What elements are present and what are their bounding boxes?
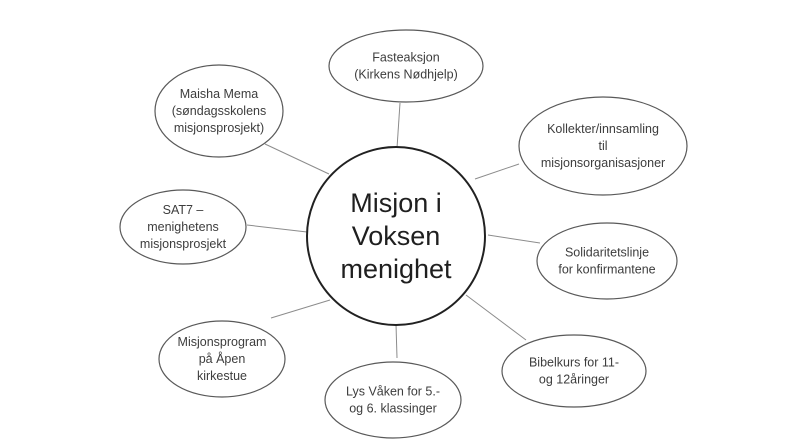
node-solidaritetslinje-shape	[536, 222, 678, 300]
edge-center-to-fasteaksjon	[396, 102, 401, 149]
center-node-shape	[306, 146, 486, 326]
node-misjonsprogram-shape	[158, 320, 286, 398]
edge-center-to-kollekter-innsamling	[474, 163, 520, 180]
edge-center-to-maisha-mema	[264, 143, 330, 175]
node-bibelkurs-label: Bibelkurs for 11-og 12åringer	[529, 356, 619, 387]
edge-center-to-solidaritetslinje	[487, 234, 541, 244]
node-fasteaksjon-label: Fasteaksjon(Kirkens Nødhjelp)	[354, 51, 458, 82]
node-bibelkurs-shape	[501, 334, 647, 408]
node-fasteaksjon: Fasteaksjon(Kirkens Nødhjelp)	[328, 29, 484, 103]
node-bibelkurs: Bibelkurs for 11-og 12åringer	[501, 334, 647, 408]
edge-center-to-bibelkurs	[465, 294, 527, 341]
node-fasteaksjon-shape	[328, 29, 484, 103]
node-maisha-mema-shape	[154, 64, 284, 158]
edge-center-to-sat7	[246, 224, 308, 233]
node-lys-vaken-shape	[324, 361, 462, 439]
node-lys-vaken: Lys Våken for 5.-og 6. klassinger	[324, 361, 462, 439]
node-sat7-shape	[119, 189, 247, 265]
edge-center-to-misjonsprogram	[270, 299, 331, 319]
node-kollekter-innsamling-shape	[518, 96, 688, 196]
node-lys-vaken-label: Lys Våken for 5.-og 6. klassinger	[346, 385, 440, 416]
edge-center-to-lys-vaken	[395, 323, 398, 359]
